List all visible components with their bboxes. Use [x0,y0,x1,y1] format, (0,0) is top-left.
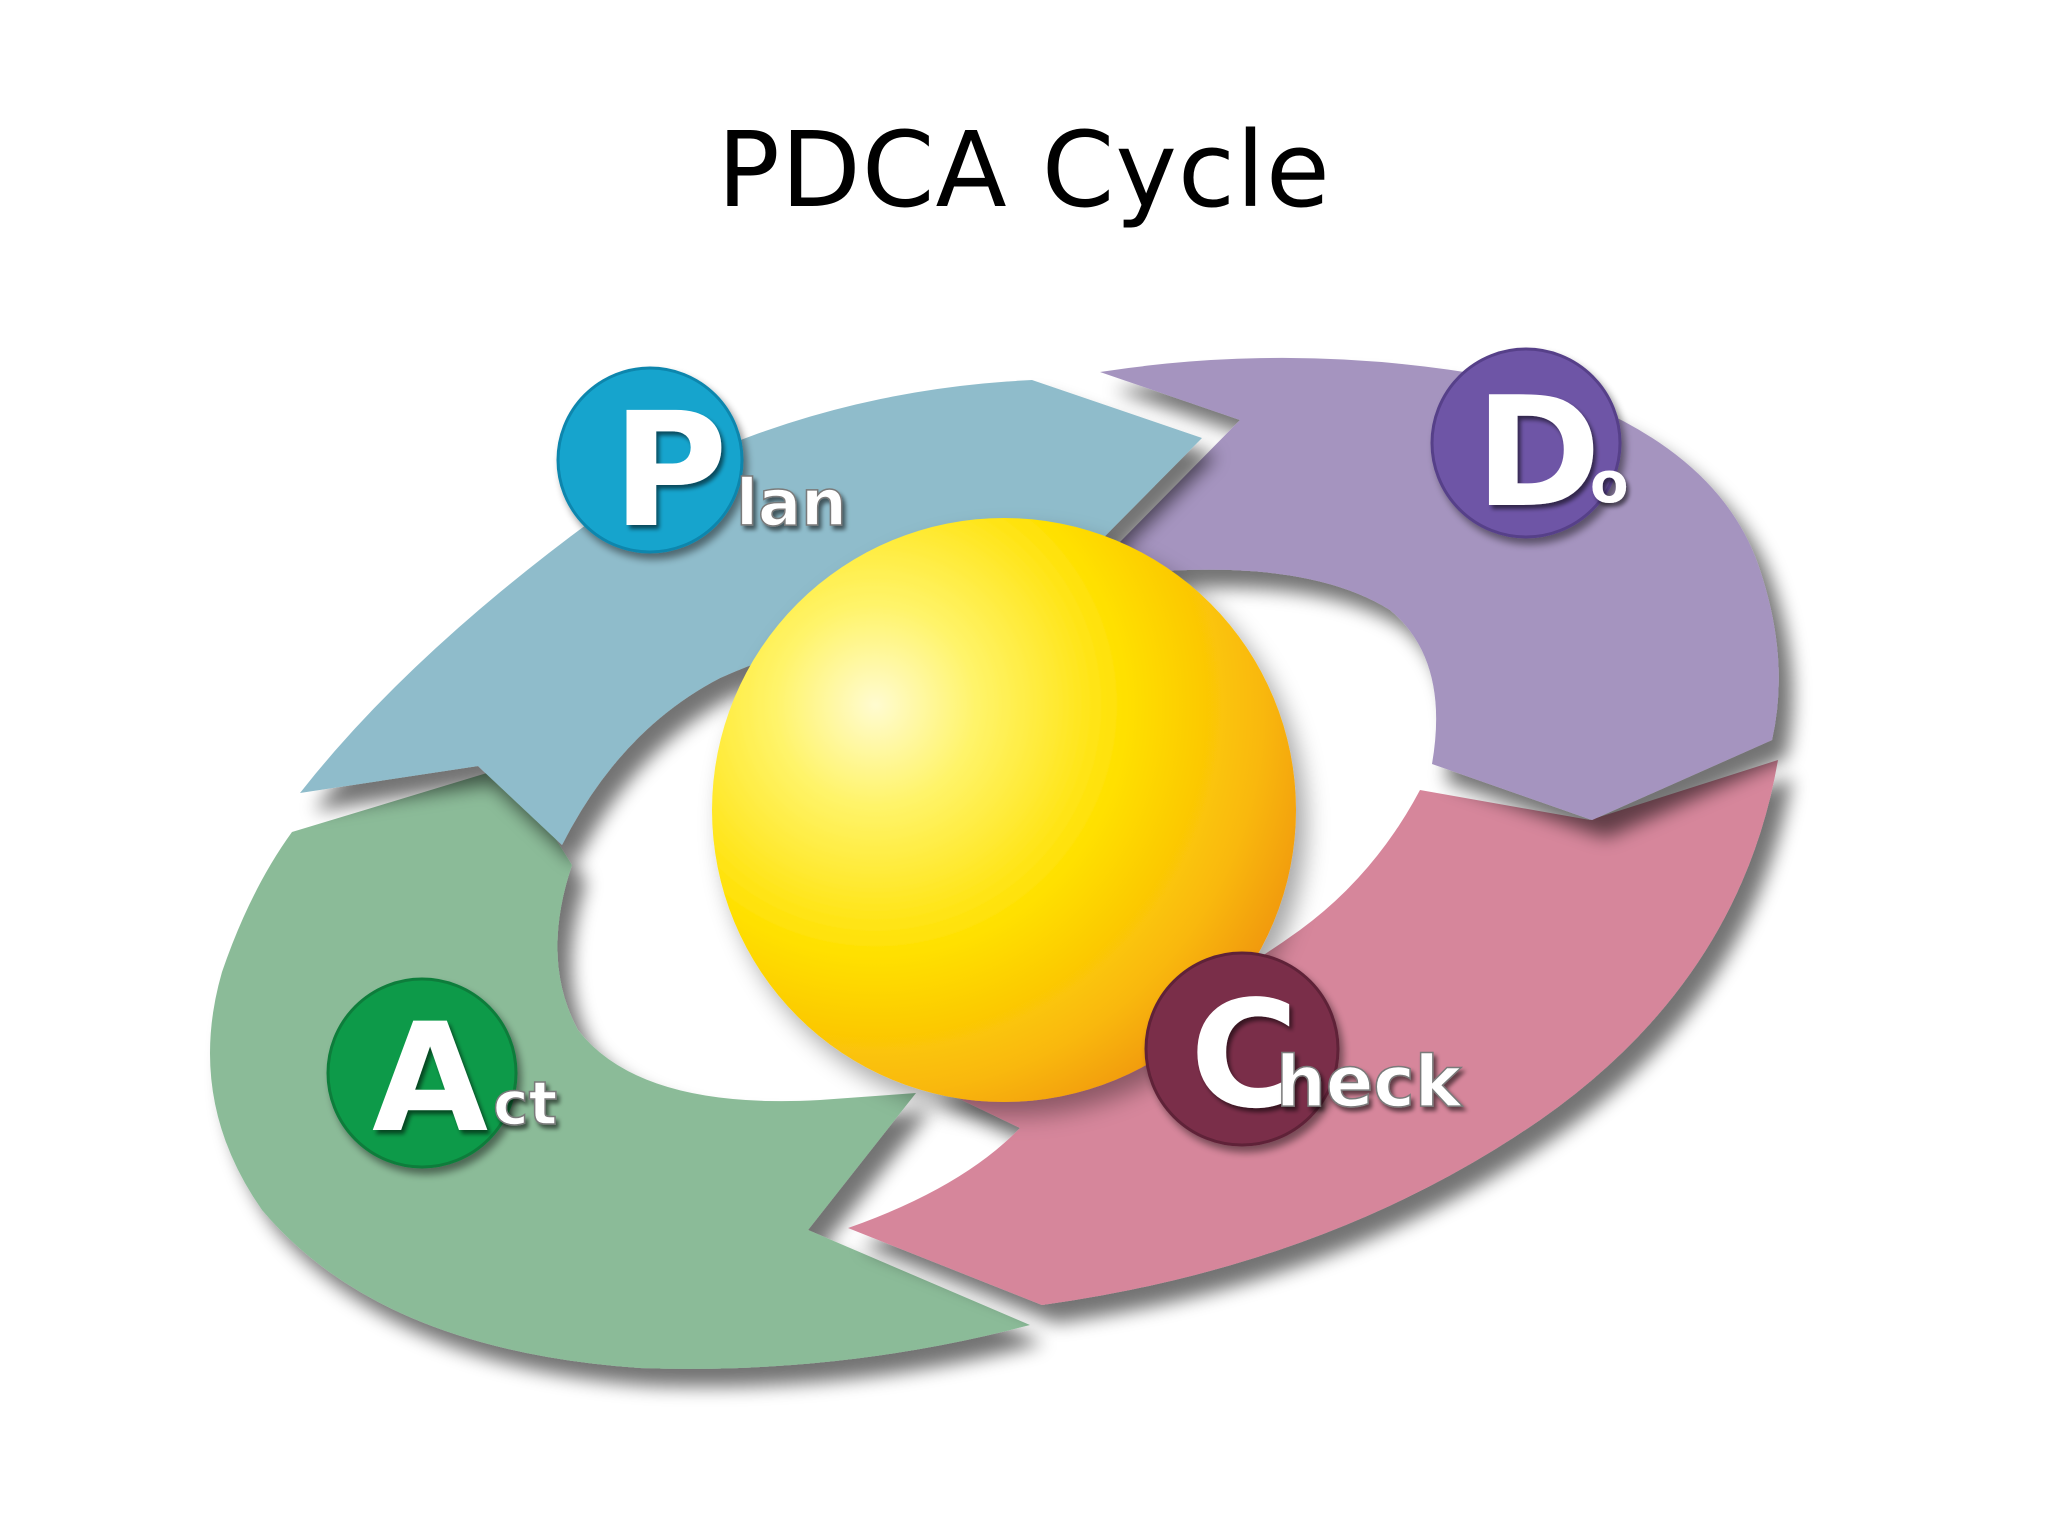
slide-title: PDCA Cycle [717,109,1331,231]
check-label: C heck [1144,951,1464,1147]
act-label: A ct [326,977,558,1169]
act-rest: ct [493,1069,557,1139]
plan-label: P lan [556,366,847,563]
plan-initial: P [612,379,728,563]
check-badge [1144,951,1340,1147]
act-initial: A [372,992,488,1166]
center-sphere [712,518,1296,1102]
plan-badge [556,366,744,554]
act-arrow [209,766,1031,1369]
act-badge [326,977,518,1169]
do-label: D o [1430,347,1628,541]
check-rest: heck [1276,1041,1463,1123]
check-initial: C [1190,969,1299,1141]
plan-arrow [300,380,1202,845]
do-initial: D [1475,364,1601,541]
do-rest: o [1590,451,1628,516]
do-badge [1430,347,1622,539]
plan-rest: lan [736,467,847,541]
